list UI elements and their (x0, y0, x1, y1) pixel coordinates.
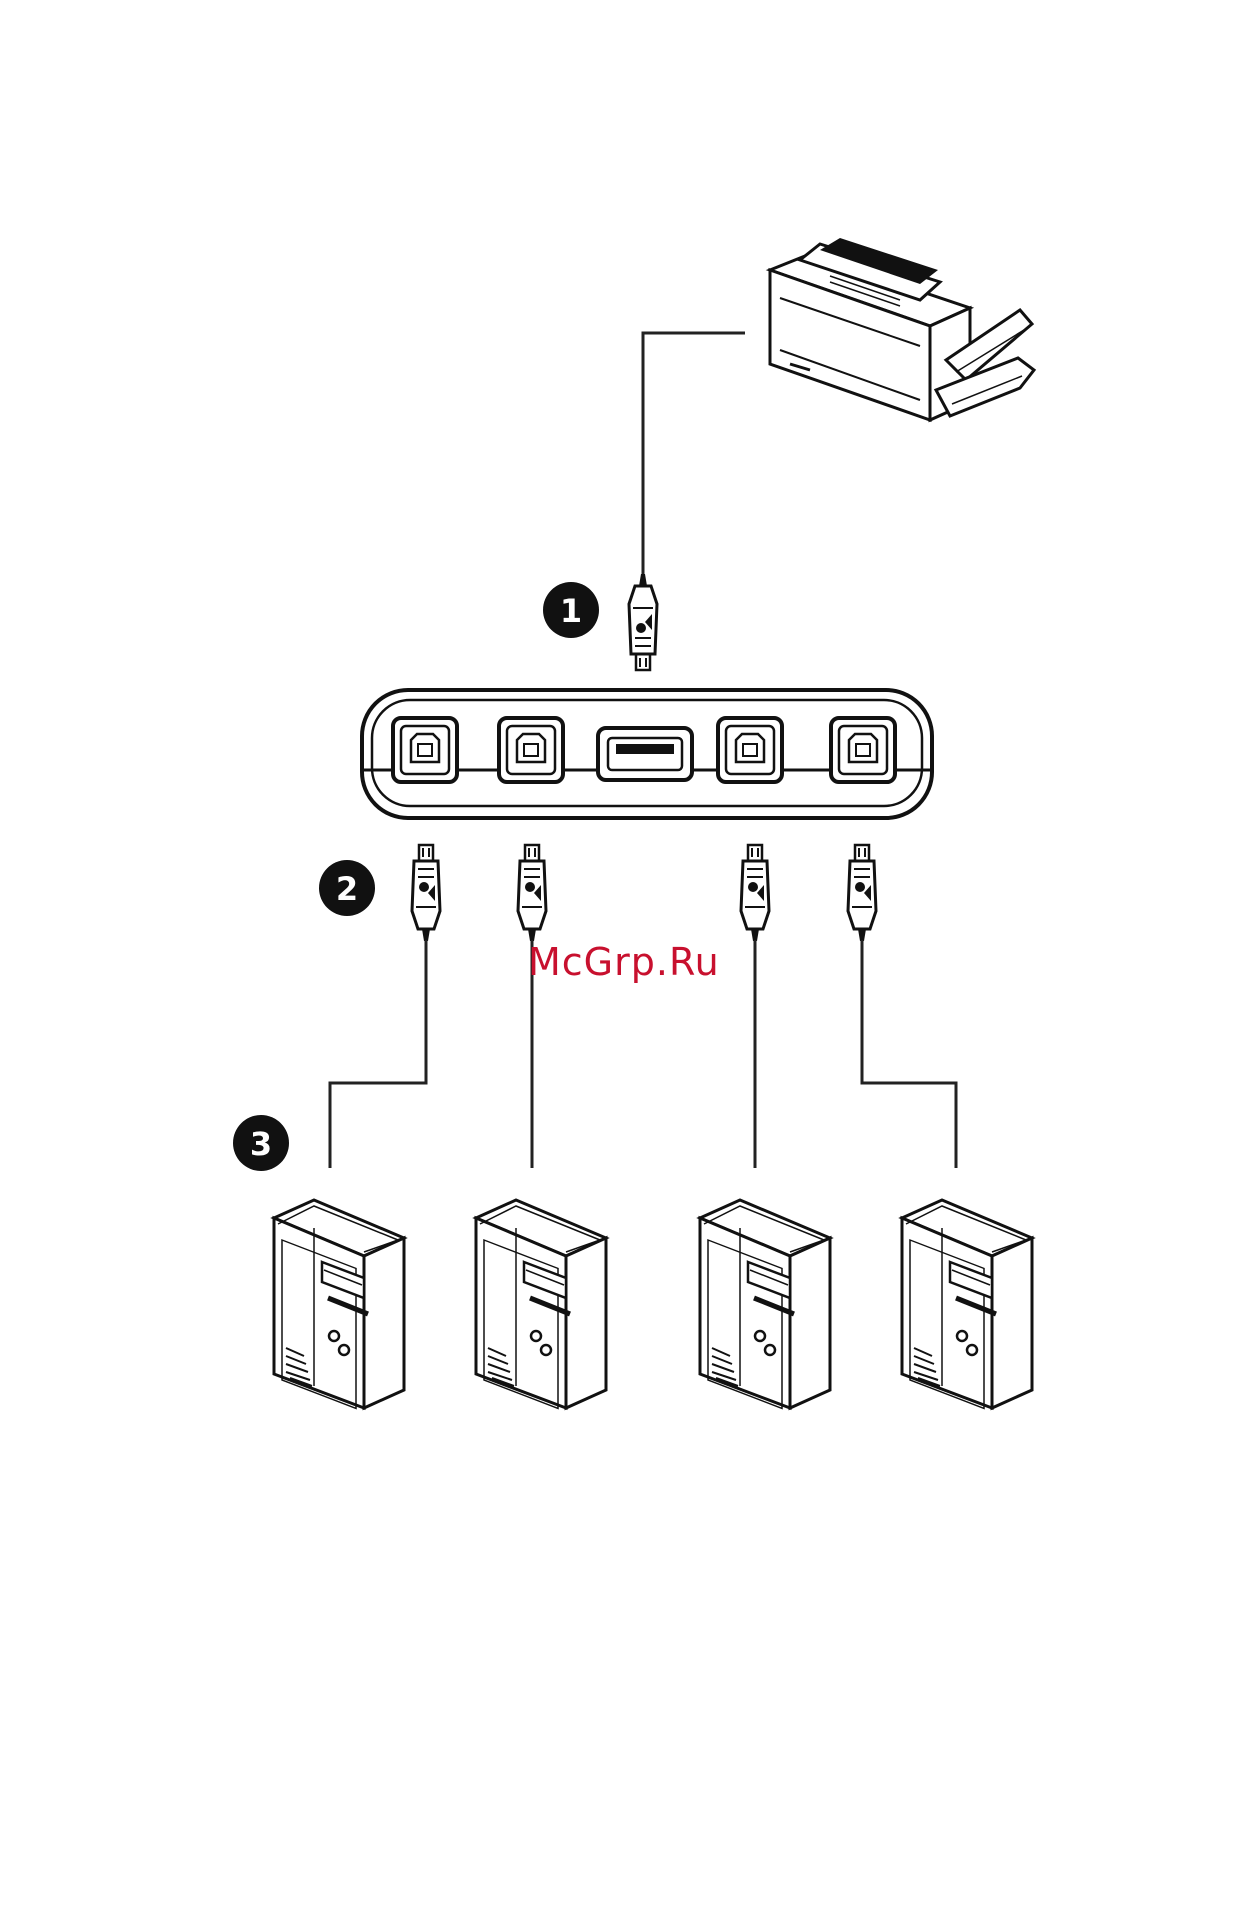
step-badge-2: 2 (319, 860, 375, 916)
usb-connector-icon (741, 845, 769, 941)
printer-cable (643, 333, 745, 578)
svg-text:1: 1 (560, 592, 582, 630)
tower-computer-icon (274, 1200, 404, 1408)
tower-computer-icon (476, 1200, 606, 1408)
usb-connector-icon (518, 845, 546, 941)
svg-text:3: 3 (250, 1125, 272, 1163)
step-badge-3: 3 (233, 1115, 289, 1171)
step-badge-1: 1 (543, 582, 599, 638)
printer-icon (770, 238, 1034, 420)
computer-cable-4 (862, 940, 956, 1168)
usb-connector-icon (412, 845, 440, 941)
watermark: McGrp.Ru (528, 940, 720, 984)
usb-a-port (598, 728, 692, 780)
usb-connector-icon (848, 845, 876, 941)
tower-computer-icon (700, 1200, 830, 1408)
tower-computer-icon (902, 1200, 1032, 1408)
computer-cable-1 (330, 940, 426, 1168)
svg-text:2: 2 (336, 870, 358, 908)
usb-connector-icon (629, 574, 657, 670)
usb-sharing-switch-icon (362, 690, 932, 818)
